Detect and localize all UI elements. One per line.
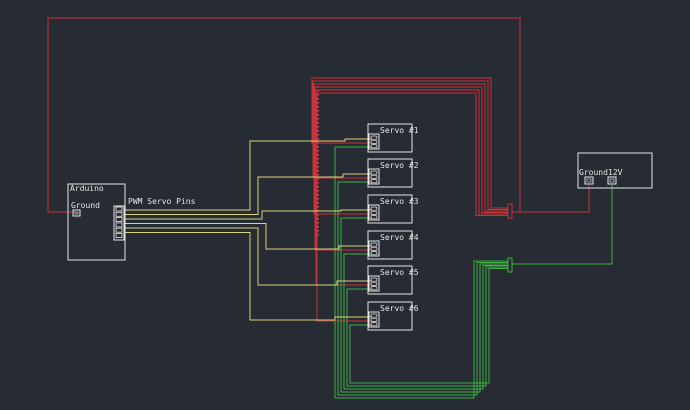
ground-wire-servo-6 — [349, 268, 508, 384]
servo-5: Servo #5 — [367, 265, 419, 295]
psu-ground-label: Ground — [579, 168, 608, 177]
signal-wire-bundle — [124, 138, 372, 321]
ground-bus-terminal — [507, 257, 513, 273]
servo-4-pin-3 — [370, 251, 378, 256]
ground-wire-servo-2 — [337, 181, 508, 396]
servo-4-pin-1 — [370, 242, 378, 247]
servo-6-connector — [368, 311, 380, 328]
ground-wire-servo-5 — [346, 266, 508, 387]
servo-3-pin-1 — [370, 206, 378, 211]
power-supply: Ground 12V — [577, 152, 653, 189]
pwm-pin-1 — [115, 206, 123, 212]
power-wire-servo-6 — [316, 92, 508, 322]
psu-12v-label: 12V — [608, 168, 623, 177]
signal-wire-servo-1 — [124, 138, 372, 211]
ground-wire-servo-3 — [340, 217, 508, 393]
servo-3-label: Servo #3 — [380, 197, 419, 206]
servo-2-pin-1 — [370, 170, 378, 175]
signal-wire-servo-5 — [124, 227, 372, 286]
servo-6-pin-1 — [370, 313, 378, 318]
power-bus-terminal — [507, 203, 513, 219]
servo-3-pin-2 — [370, 210, 378, 215]
arduino-board: Arduino Ground PWM Servo Pins — [67, 183, 196, 261]
servo-2-label: Servo #2 — [380, 161, 419, 170]
arduino-pwm-label: PWM Servo Pins — [128, 197, 196, 206]
servo-4-connector — [368, 240, 380, 257]
pwm-pin-2 — [115, 211, 123, 217]
servo-6: Servo #6 — [367, 301, 419, 331]
servo-5-connector — [368, 275, 380, 292]
power-wire-servo-2 — [312, 80, 508, 210]
servo-1-pin-3 — [370, 144, 378, 149]
pwm-pin-3 — [115, 217, 123, 223]
servo-5-pin-1 — [370, 277, 378, 282]
servo-2-pin-3 — [370, 179, 378, 184]
signal-wire-servo-3 — [124, 209, 372, 220]
psu-ground-terminal — [584, 176, 594, 185]
power-wire-servo-3 — [313, 83, 508, 215]
arduino-title: Arduino — [70, 184, 104, 193]
servo-1: Servo #1 — [367, 123, 419, 153]
servo-6-pin-2 — [370, 317, 378, 322]
arduino-ground-wire — [47, 17, 521, 213]
ground-wire-bundle — [334, 146, 508, 399]
servo-1-pin-2 — [370, 139, 378, 144]
servo-3-connector — [368, 204, 380, 221]
servo-4-label: Servo #4 — [380, 233, 419, 242]
servo-5-pin-2 — [370, 281, 378, 286]
pwm-header — [113, 205, 125, 241]
pwm-pin-5 — [115, 227, 123, 233]
pwm-pin-4 — [115, 222, 123, 228]
servo-3: Servo #3 — [367, 194, 419, 224]
signal-wire-servo-4 — [124, 223, 372, 250]
servo-6-pin-3 — [370, 322, 378, 327]
servo-1-connector — [368, 133, 380, 150]
ground-wire-servo-4 — [343, 253, 508, 390]
servo-5-label: Servo #5 — [380, 268, 419, 277]
power-wire-servo-4 — [314, 86, 508, 251]
servo-6-label: Servo #6 — [380, 304, 419, 313]
psu-12v-terminal — [607, 176, 617, 185]
servo-1-label: Servo #1 — [380, 126, 419, 135]
servo-1-pin-1 — [370, 135, 378, 140]
ground-wire-servo-1 — [334, 146, 508, 399]
psu-ground-wire — [512, 185, 590, 213]
servo-5-pin-3 — [370, 286, 378, 291]
arduino-ground-label: Ground — [71, 201, 100, 210]
power-wire-servo-1 — [311, 77, 508, 209]
servo-2-connector — [368, 168, 380, 185]
servo-4-pin-2 — [370, 246, 378, 251]
psu-12v-wire — [512, 185, 613, 265]
signal-wire-servo-2 — [124, 173, 372, 215]
arduino-ground-pin — [72, 209, 81, 217]
servo-3-pin-3 — [370, 215, 378, 220]
servo-2-pin-2 — [370, 174, 378, 179]
servo-2: Servo #2 — [367, 158, 419, 188]
pwm-pin-6 — [115, 233, 123, 238]
signal-wire-servo-6 — [124, 232, 372, 321]
servo-4: Servo #4 — [367, 230, 419, 260]
